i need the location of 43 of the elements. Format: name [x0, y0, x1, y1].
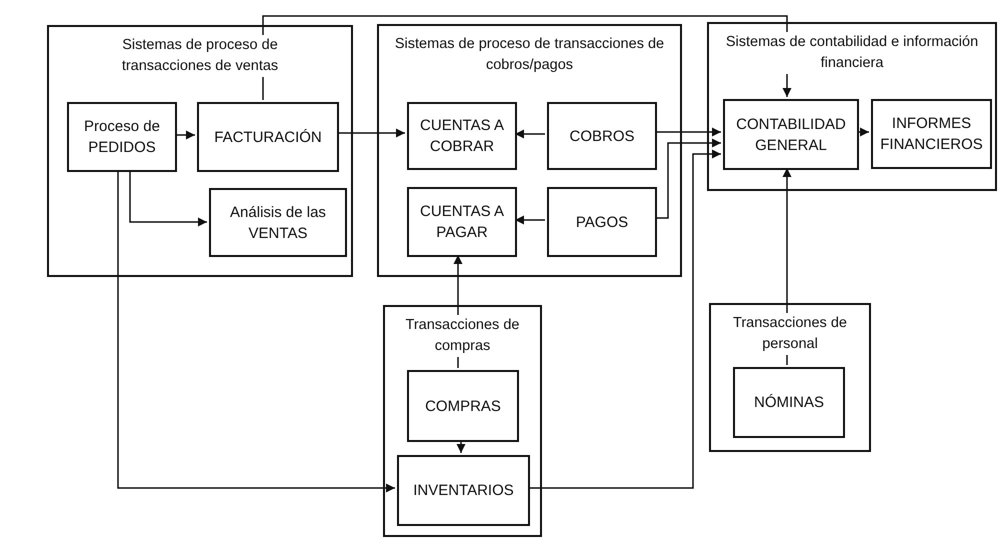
process-box — [407, 187, 517, 257]
arrow — [857, 128, 869, 136]
box-label: COBROS — [568, 126, 636, 146]
arrow — [175, 130, 195, 140]
process-box — [723, 99, 859, 170]
arrow — [456, 440, 466, 453]
arrow — [655, 128, 721, 136]
system-group-box — [707, 22, 997, 191]
box-label: CUENTAS A COBRAR — [419, 116, 505, 157]
box-label: NÓMINAS — [752, 393, 825, 413]
system-group-box — [383, 305, 542, 537]
arrow — [782, 168, 792, 365]
arrow — [528, 150, 721, 489]
box-label: COMPRAS — [424, 396, 502, 416]
box-label: CUENTAS A PAGAR — [419, 202, 505, 243]
arrow — [337, 128, 405, 138]
arrow — [515, 216, 545, 224]
box-label: INVENTARIOS — [412, 481, 515, 501]
process-box — [67, 102, 177, 172]
arrow — [129, 170, 207, 226]
arrow — [454, 255, 462, 368]
box-label: PAGOS — [574, 212, 630, 232]
system-group-box — [47, 25, 353, 277]
arrow — [515, 130, 545, 138]
box-label: Análisis de las VENTAS — [229, 202, 327, 244]
process-box — [197, 102, 339, 172]
process-box — [547, 187, 657, 257]
arrow — [262, 15, 792, 100]
process-box — [547, 102, 657, 170]
box-label: FACTURACIÓN — [213, 128, 323, 148]
arrow — [655, 138, 721, 219]
box-label: Proceso de PEDIDOS — [83, 117, 161, 158]
box-label: CONTABILIDAD GENERAL — [735, 114, 847, 156]
system-group-box — [709, 303, 871, 452]
process-box — [733, 367, 845, 438]
process-box — [407, 102, 517, 170]
process-box — [407, 370, 519, 442]
arrow — [117, 170, 395, 492]
process-box — [209, 188, 347, 257]
box-label: INFORMES FINANCIEROS — [879, 114, 984, 155]
system-group-box — [377, 24, 682, 277]
process-box — [871, 99, 992, 169]
process-box — [397, 455, 530, 526]
